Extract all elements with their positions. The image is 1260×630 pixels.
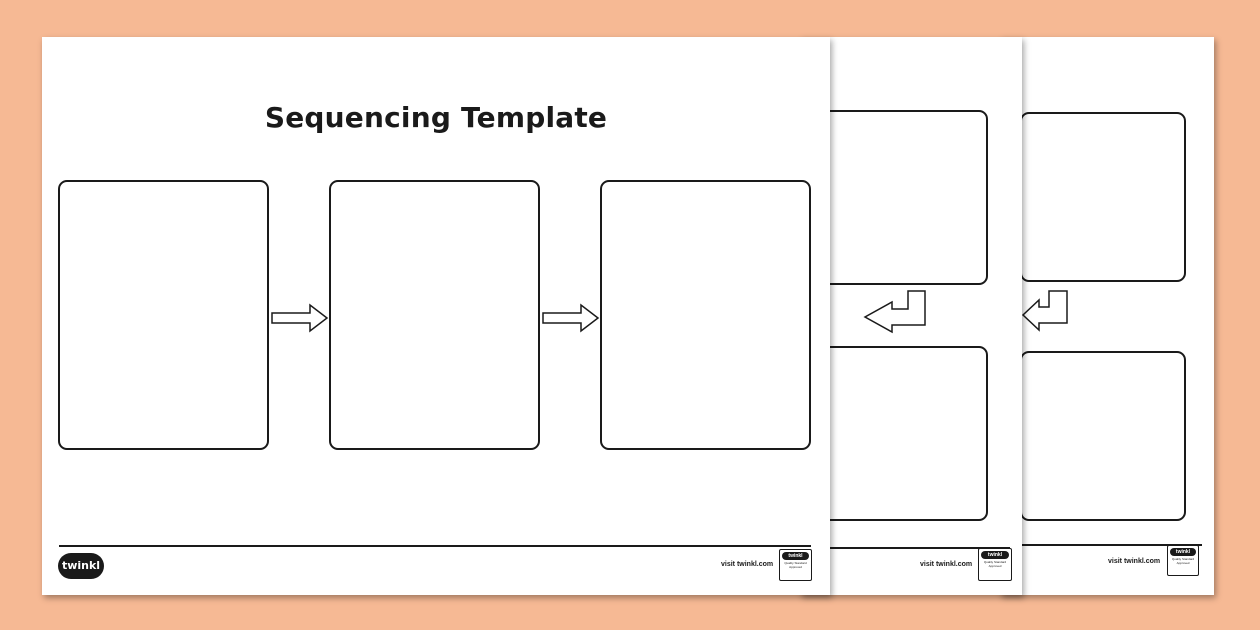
worksheet-page-1: Sequencing Template twinkl visit twinkl.… <box>42 37 830 595</box>
footer-line <box>59 545 811 547</box>
footer-line <box>820 547 1010 549</box>
badge-text: Quality Standard Approved <box>983 560 1007 568</box>
worksheet-page-3: visit twinkl.com twinkl Quality Standard… <box>1000 37 1214 595</box>
visit-link[interactable]: visit twinkl.com <box>920 561 973 568</box>
badge-logo: twinkl <box>981 551 1009 559</box>
sequence-box-bottom <box>810 346 988 521</box>
sequence-box-top <box>810 110 988 285</box>
worksheet-page-2: visit twinkl.com twinkl Quality Standard… <box>800 37 1022 595</box>
sequence-box-1 <box>58 180 269 450</box>
footer-line <box>1018 544 1202 546</box>
sequence-box-3 <box>600 180 811 450</box>
page-title: Sequencing Template <box>264 101 608 134</box>
badge-logo: twinkl <box>782 552 809 560</box>
arrow-right-icon <box>271 303 329 333</box>
sequence-box-top <box>1020 112 1186 282</box>
arrow-right-icon <box>542 303 600 333</box>
arrow-left-return-icon <box>863 290 926 334</box>
visit-link[interactable]: visit twinkl.com <box>721 561 774 568</box>
visit-link[interactable]: visit twinkl.com <box>1108 558 1161 565</box>
sequence-box-2 <box>329 180 540 450</box>
quality-badge: twinkl Quality Standard Approved <box>978 548 1012 581</box>
badge-logo: twinkl <box>1170 548 1196 556</box>
quality-badge: twinkl Quality Standard Approved <box>779 549 812 581</box>
quality-badge: twinkl Quality Standard Approved <box>1167 545 1199 576</box>
badge-text: Quality Standard Approved <box>1171 557 1195 565</box>
twinkl-logo[interactable]: twinkl <box>58 553 104 579</box>
arrow-left-return-icon <box>1021 290 1068 332</box>
sequence-box-bottom <box>1020 351 1186 521</box>
badge-text: Quality Standard Approved <box>784 561 807 569</box>
